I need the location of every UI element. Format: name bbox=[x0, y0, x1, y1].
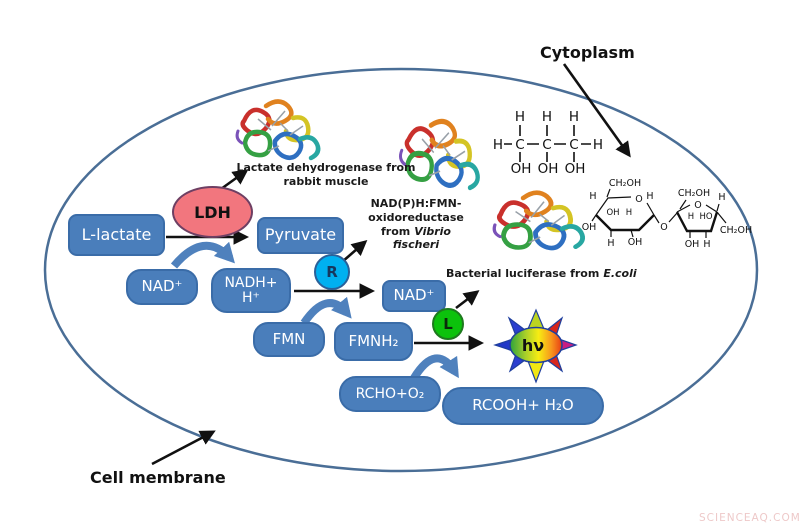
atom-label: C bbox=[542, 137, 551, 153]
node-label: NADH+ bbox=[224, 274, 278, 291]
node-label: L-lactate bbox=[81, 224, 152, 244]
atom-label: H bbox=[607, 238, 614, 249]
ldh-caption: Lactate dehydrogenase from rabbit muscle bbox=[236, 161, 416, 189]
node-label: R bbox=[326, 263, 338, 281]
reaction-arrows bbox=[151, 63, 631, 466]
caption-text: oxidoreductase from bbox=[368, 210, 464, 238]
atom-label: O bbox=[635, 194, 642, 205]
atom-label: H bbox=[626, 208, 632, 218]
atom-label: H bbox=[569, 109, 579, 125]
node-fmn: FMN bbox=[253, 322, 325, 357]
arrow-ldh-to-caption bbox=[220, 169, 249, 191]
node-l-lactate: L-lactate bbox=[68, 214, 165, 256]
luciferase-protein-structure bbox=[492, 190, 584, 252]
atom-label: OH bbox=[685, 239, 700, 250]
node-nadh-h: NADH+ H⁺ bbox=[211, 268, 291, 313]
node-label: H⁺ bbox=[242, 289, 260, 306]
arrow-cytoplasm-pointer bbox=[562, 63, 631, 158]
caption-line: rabbit muscle bbox=[283, 174, 369, 188]
atom-label: OH bbox=[565, 161, 586, 177]
atom-label: H bbox=[718, 192, 725, 203]
node-label: RCOOH+ H₂O bbox=[472, 396, 574, 415]
atom-label: C bbox=[569, 137, 578, 153]
node-label: Pyruvate bbox=[264, 225, 337, 245]
watermark: SCIENCEAQ.COM bbox=[699, 512, 800, 524]
caption-line: Lactate dehydrogenase from bbox=[236, 161, 416, 174]
atom-label: OH bbox=[606, 208, 619, 218]
node-fmnh2: FMNH₂ bbox=[334, 322, 413, 361]
atom-label: CH₂OH bbox=[609, 178, 641, 189]
ray-south bbox=[527, 360, 545, 384]
atom-label: HO bbox=[699, 212, 712, 222]
atom-label: C bbox=[515, 137, 524, 153]
watermark-text: SCIENCEAQ.COM bbox=[699, 512, 800, 524]
caption-species: Vibrio bbox=[414, 224, 451, 238]
caption-species: fischeri bbox=[392, 238, 440, 252]
node-rcho-o2: RCHO+O₂ bbox=[339, 376, 441, 412]
cell-membrane-label: Cell membrane bbox=[90, 468, 226, 487]
atom-label: H bbox=[593, 137, 603, 153]
atom-label: H bbox=[515, 109, 525, 125]
cofactor-arcs bbox=[170, 241, 459, 381]
light-label: hν bbox=[522, 336, 544, 355]
arrow-l-to-caption bbox=[455, 290, 480, 310]
arc-rcho-to-rcooh bbox=[410, 354, 459, 381]
node-ldh-enzyme: LDH bbox=[172, 186, 253, 238]
cell-membrane-ellipse bbox=[43, 67, 759, 473]
node-label: FMN bbox=[272, 329, 306, 348]
glycerol-structure: H H H H C C C H OH OH OH bbox=[493, 109, 603, 177]
atom-label: CH₂OH bbox=[720, 225, 752, 236]
node-luciferase-l: L bbox=[432, 308, 464, 340]
node-label: NAD⁺ bbox=[393, 286, 435, 305]
caption-species: E.coli bbox=[603, 267, 637, 280]
node-pyruvate: Pyruvate bbox=[257, 217, 344, 254]
arrow-r-to-caption bbox=[341, 239, 368, 263]
node-label: FMNH₂ bbox=[348, 331, 399, 350]
atom-label: H bbox=[688, 212, 694, 222]
atom-label: OH bbox=[582, 222, 597, 233]
sucrose-structure: CH₂OH H O H OH H OH H OH O CH₂OH O H H H… bbox=[582, 178, 752, 250]
cytoplasm-text: Cytoplasm bbox=[540, 43, 635, 62]
arc-nad-to-nadh bbox=[170, 241, 235, 269]
atom-label: H bbox=[646, 191, 653, 202]
caption-text: Bacterial luciferase from bbox=[446, 267, 600, 280]
atom-label: H bbox=[703, 239, 710, 250]
cell-membrane-text: Cell membrane bbox=[90, 468, 226, 487]
node-rcooh-h2o: RCOOH+ H₂O bbox=[442, 387, 604, 425]
caption-line: NAD(P)H:FMN- bbox=[370, 197, 462, 210]
node-nad-2: NAD⁺ bbox=[382, 280, 446, 312]
atom-label: H bbox=[542, 109, 552, 125]
atom-label: H bbox=[589, 191, 596, 202]
node-label: RCHO+O₂ bbox=[355, 385, 425, 402]
cytoplasm-label: Cytoplasm bbox=[540, 43, 635, 62]
ldh-protein-structure bbox=[237, 102, 318, 159]
ray-north bbox=[527, 308, 545, 330]
light-starburst: hν bbox=[493, 308, 578, 384]
light-center bbox=[509, 326, 563, 364]
atom-label: CH₂OH bbox=[678, 188, 710, 199]
arrow-cell-membrane-pointer bbox=[151, 430, 216, 466]
node-label: L bbox=[443, 315, 453, 333]
atom-label: OH bbox=[511, 161, 532, 177]
atom-label: H bbox=[493, 137, 503, 153]
node-nad-1: NAD⁺ bbox=[126, 269, 198, 305]
atom-label: O bbox=[694, 200, 701, 211]
atom-label: OH bbox=[628, 237, 643, 248]
node-label: LDH bbox=[194, 202, 231, 222]
atom-label: O bbox=[660, 222, 667, 233]
atom-label: OH bbox=[538, 161, 559, 177]
arc-fmn-to-fmnh2 bbox=[300, 296, 352, 326]
node-reductase-r: R bbox=[314, 254, 350, 290]
node-label: NAD⁺ bbox=[141, 277, 183, 296]
